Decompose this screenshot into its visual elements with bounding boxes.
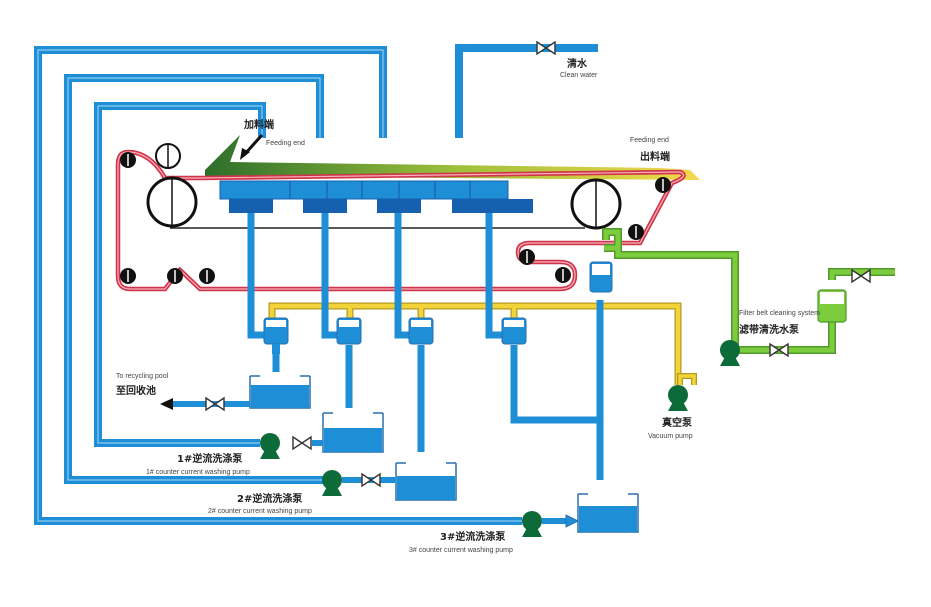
clean-water-valve[interactable] [536,40,556,56]
recycle-valve[interactable] [205,396,225,412]
tank-1 [322,412,384,453]
tanks [249,375,639,533]
tension-roller-icon [155,143,181,169]
filter-label-cn: 滤带清洗水泵 [739,323,800,336]
vacuum-pump[interactable] [668,385,688,411]
pump-3[interactable] [522,511,542,537]
pump-2[interactable] [322,470,342,496]
pump1-label-en: 1# counter current washing pump [146,469,250,476]
filter-belt [115,149,686,292]
tank3-inlet-arrow-icon [565,514,580,528]
drive-drum-icon [570,178,622,230]
tank-2 [395,462,457,501]
vacuum-pump-label-cn: 真空泵 [662,416,693,429]
cleaning-valve-2[interactable] [851,268,871,284]
separator-5 [589,261,613,293]
clean-water-label-cn: 清水 [567,57,588,70]
pump-1[interactable] [260,433,280,459]
recycling-label-en: To recycling pool [116,373,169,380]
pump3-label-en: 3# counter current washing pump [409,547,513,554]
slurry-layer [205,135,700,180]
roller-icon [167,268,183,284]
feed-in-label-cn: 加料端 [243,118,274,131]
pipe-loop-3 [34,46,522,525]
roller-icon [628,224,644,240]
pump3-label-cn: 3#逆流洗涤泵 [440,530,506,543]
roller-icon [519,249,535,265]
roller-icon [199,268,215,284]
recycle-outlet [160,398,250,410]
separators [263,261,613,354]
tank-3 [577,493,639,533]
pipe-loop-2 [64,74,325,484]
filter-label-en: Filter belt cleaning system [739,310,820,317]
recycling-label-cn: 至回收池 [116,384,156,397]
drain-pipes [247,213,604,480]
pump1-valve[interactable] [292,435,312,451]
pump2-label-en: 2# counter current washing pump [208,508,312,515]
separator-4 [501,317,527,345]
pipe-highlight [37,49,522,522]
pump2-label-cn: 2#逆流洗涤泵 [237,492,303,505]
outlet-arrow-icon [160,398,173,410]
roller-icon [655,177,671,193]
cleaning-line [602,228,895,354]
feed-out-label-cn: 出料端 [640,150,670,163]
separator-3 [408,317,434,345]
pump2-valve[interactable] [361,472,381,488]
cleaning-pump[interactable] [720,340,740,366]
separator-2 [336,317,362,345]
vacuum-line [268,302,697,385]
roller-icon [555,267,571,283]
roller-icon [120,152,136,168]
feed-arrow-icon [240,133,264,160]
pump1-label-cn: 1#逆流洗涤泵 [177,452,243,465]
vacuum-boxes [219,180,533,213]
rollers [120,143,671,284]
clean-water-label-en: Clean water [560,72,598,79]
drive-drum-icon [146,176,198,228]
tank-recycle [249,375,311,409]
cleaning-valve-1[interactable] [769,342,789,358]
separator-1 [263,317,289,354]
cleaning-tank [817,289,847,323]
feed-out-label-en: Feeding end [630,137,669,144]
feed-in-label-en: Feeding end [266,140,305,147]
vacuum-pump-label-en: Vacuum pump [648,433,693,440]
roller-icon [120,268,136,284]
